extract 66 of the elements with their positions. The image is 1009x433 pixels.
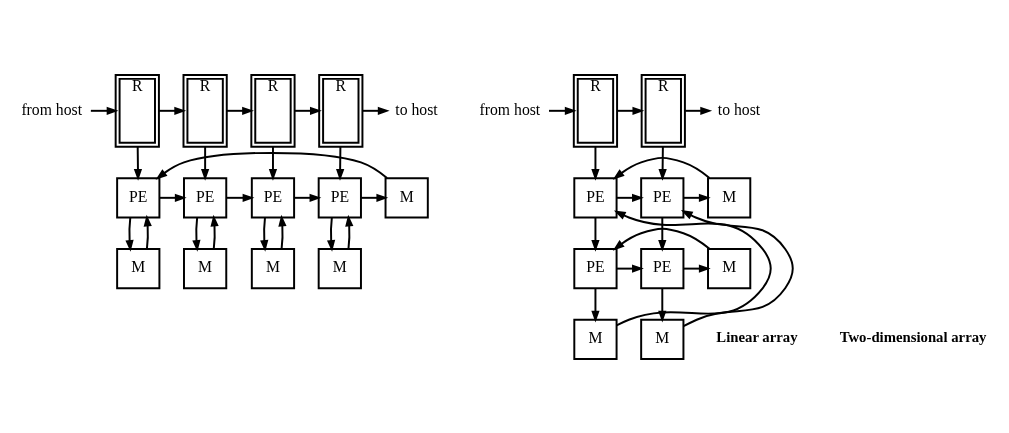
node-box: M (317, 247, 362, 289)
arrow (293, 106, 322, 115)
arrow (615, 193, 644, 202)
arrow (225, 193, 255, 202)
node-box: M (640, 318, 685, 360)
node-box: M (384, 176, 429, 218)
arrow (616, 106, 645, 115)
arrow (293, 193, 322, 202)
arrow (360, 193, 389, 202)
arrow (192, 216, 201, 252)
node-box: PE (640, 247, 685, 289)
node-box: PE (640, 176, 685, 218)
node-box: R (318, 73, 364, 148)
arrow (278, 214, 287, 250)
node-text: from host (479, 100, 541, 118)
label: Linear array (716, 328, 798, 345)
arrow (125, 216, 134, 252)
node-box: R (114, 73, 160, 148)
node-text: from host (21, 100, 83, 118)
arrow (682, 193, 711, 202)
node-box: M (707, 247, 752, 289)
node-box: M (183, 247, 228, 289)
arrow (548, 106, 577, 115)
arrow (684, 106, 713, 115)
arrow (268, 145, 278, 181)
arrow (225, 106, 254, 115)
arrow (89, 106, 119, 115)
node-box: PE (573, 176, 618, 218)
node-box: PE (317, 176, 362, 218)
node-box: M (116, 247, 161, 289)
node-box: R (182, 73, 228, 148)
node-box: M (707, 176, 752, 218)
arrow (143, 214, 152, 250)
arrow (326, 216, 336, 252)
arrow (682, 263, 711, 273)
node-text: to host (717, 100, 761, 118)
arrow (612, 227, 711, 251)
arrow (361, 106, 390, 115)
node-box: PE (183, 176, 228, 218)
arrow (133, 145, 143, 181)
arrow (612, 156, 711, 180)
arrow (210, 214, 219, 250)
arrow (680, 209, 794, 327)
node-box: R (250, 73, 296, 148)
arrow (591, 286, 600, 323)
arrow (345, 214, 354, 250)
arrow (591, 216, 600, 252)
node-box: M (250, 247, 296, 289)
arrow (615, 263, 644, 273)
node-box: R (640, 73, 686, 148)
arrow (260, 216, 269, 252)
node-box: M (573, 318, 618, 360)
arrow (336, 145, 345, 181)
node-box: PE (116, 176, 161, 218)
arrow (158, 106, 187, 115)
node-box: R (572, 73, 619, 148)
arrow (155, 151, 388, 180)
node-box: PE (573, 247, 618, 289)
arrow (201, 145, 210, 181)
label: Two-dimensional array (839, 328, 987, 345)
arrow (658, 145, 667, 181)
node-box: PE (250, 176, 296, 218)
arrow (658, 216, 667, 252)
arrow (158, 193, 187, 202)
arrow (591, 145, 600, 181)
node-text: to host (395, 100, 438, 118)
